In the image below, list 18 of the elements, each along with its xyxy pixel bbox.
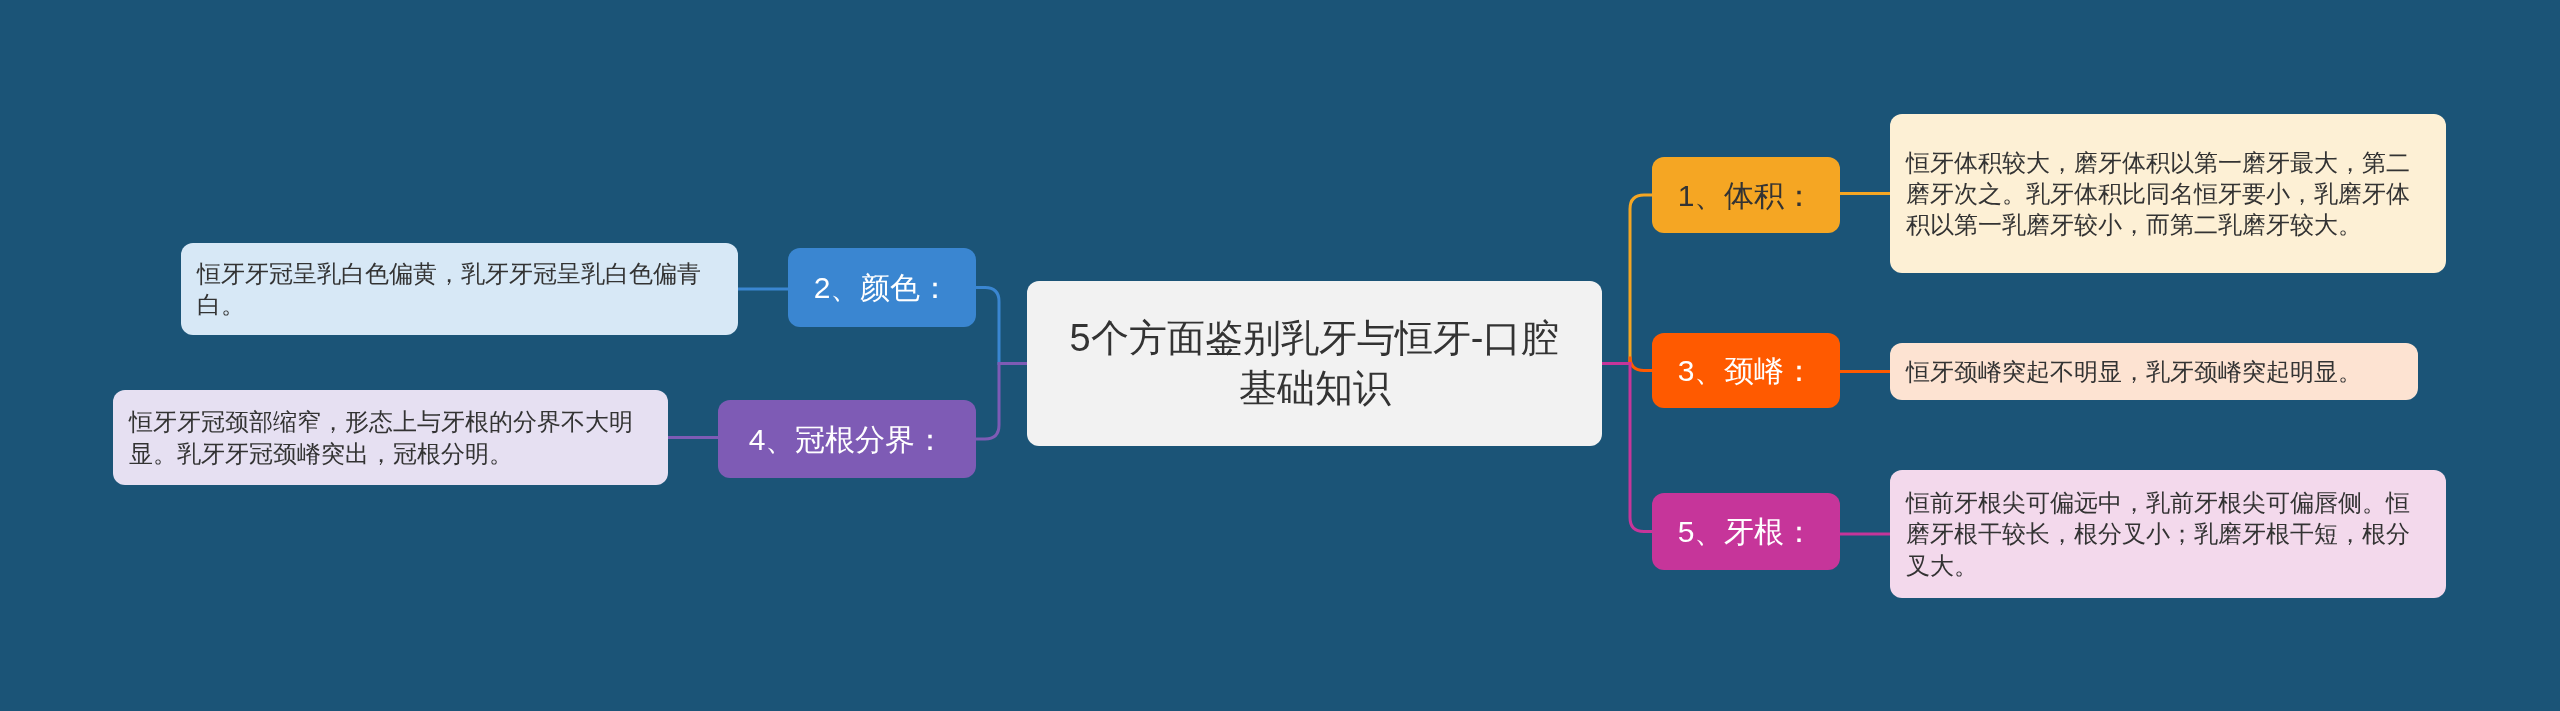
connector-line [1602, 362, 1652, 533]
connector-line [976, 362, 1027, 441]
connector-line [1840, 532, 1890, 536]
connector-line [738, 287, 788, 291]
central-topic-box: 5个方面鉴别乳牙与恒牙-口腔基础知识 [1027, 281, 1602, 446]
note-box: 恒牙牙冠颈部缩窄，形态上与牙根的分界不大明显。乳牙牙冠颈嵴突出，冠根分明。 [113, 390, 668, 485]
note-box: 恒前牙根尖可偏远中，乳前牙根尖可偏唇侧。恒磨牙根干较长，根分叉小；乳磨牙根干短，根分叉大。 [1890, 470, 2446, 598]
branch-box: 1、体积： [1652, 157, 1840, 233]
connector-line [668, 436, 718, 439]
note-box: 恒牙颈嵴突起不明显，乳牙颈嵴突起明显。 [1890, 343, 2418, 400]
branch-box: 3、颈嵴： [1652, 333, 1840, 408]
note-box: 恒牙体积较大，磨牙体积以第一磨牙最大，第二磨牙次之。乳牙体积比同名恒牙要小，乳磨牙体积以第一乳磨牙较小，而第二乳磨牙较大。 [1890, 114, 2446, 273]
branch-box: 5、牙根： [1652, 493, 1840, 570]
branch-box: 2、颜色： [788, 248, 976, 327]
note-box: 恒牙牙冠呈乳白色偏黄，乳牙牙冠呈乳白色偏青白。 [181, 243, 738, 335]
branch-box: 4、冠根分界： [718, 400, 976, 478]
connector-line [1840, 192, 1890, 195]
connector-line [1840, 370, 1890, 373]
